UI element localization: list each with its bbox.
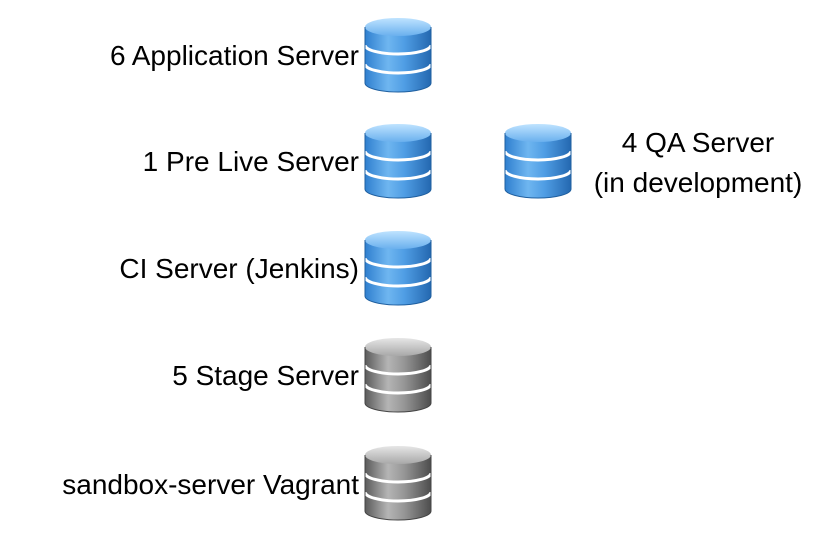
server-label-stage: 5 Stage Server [172,360,359,391]
server-label-application: 6 Application Server [109,40,359,71]
database-icon [363,335,433,415]
database-icon [363,121,433,201]
server-label-sandbox: sandbox-server Vagrant [62,469,359,500]
server-label-ci: CI Server (Jenkins) [119,253,359,284]
database-icon [363,15,433,95]
database-icon [363,443,433,523]
database-icon [503,121,573,201]
database-icon [363,228,433,308]
qa-server-status: (in development) [593,167,803,198]
qa-server-label: 4 QA Server [621,127,775,158]
server-label-pre-live: 1 Pre Live Server [142,146,359,177]
